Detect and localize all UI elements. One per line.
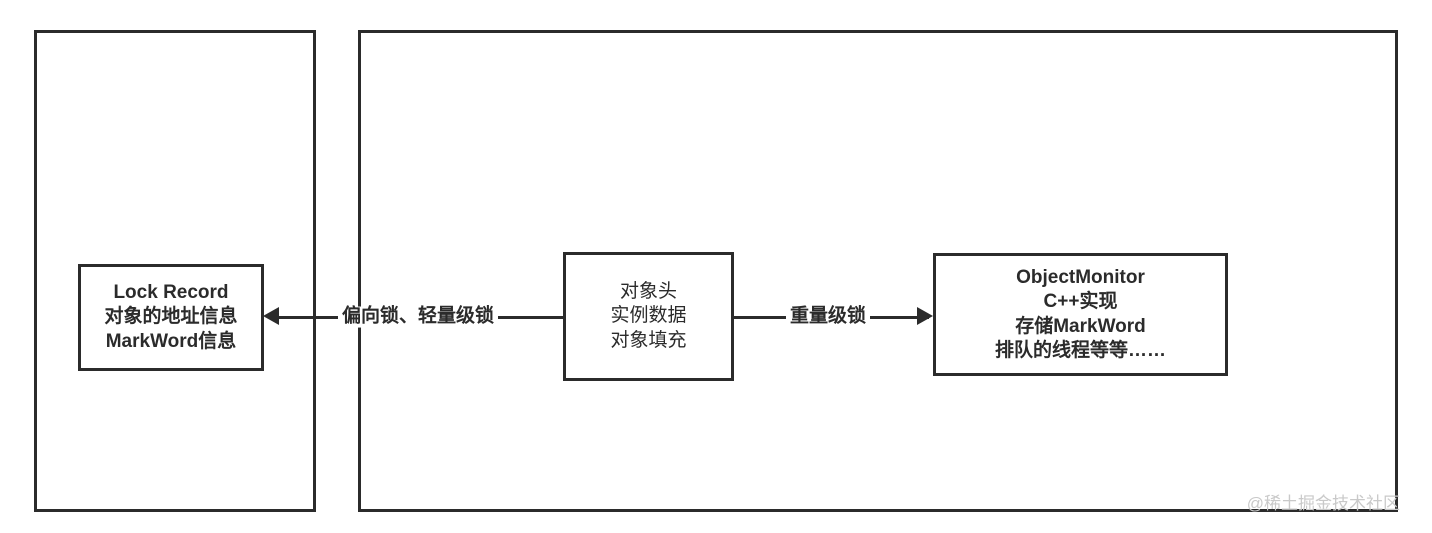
node-object-monitor-line-2: C++实现: [1043, 291, 1118, 313]
arrowhead-left-icon: [263, 307, 279, 325]
right-panel-container: [358, 30, 1398, 512]
watermark: @稀土掘金技术社区: [1246, 494, 1400, 513]
node-lock-record-line-3: MarkWord信息: [105, 330, 237, 352]
node-object-monitor-line-1: ObjectMonitor: [1016, 266, 1145, 288]
node-object-monitor-line-4: 排队的线程等等……: [994, 339, 1166, 361]
edge-label-heavyweight: 重量级锁: [785, 306, 871, 328]
node-object-layout: 对象头 实例数据 对象填充: [563, 252, 734, 381]
node-lock-record-line-2: 对象的地址信息: [104, 306, 238, 328]
node-lock-record-line-1: Lock Record: [113, 282, 229, 304]
node-object-monitor: ObjectMonitor C++实现 存储MarkWord 排队的线程等等……: [933, 253, 1228, 376]
arrowhead-right-icon: [917, 307, 933, 325]
left-panel-container: [34, 30, 316, 512]
node-object-layout-line-3: 对象填充: [610, 329, 687, 351]
node-lock-record: Lock Record 对象的地址信息 MarkWord信息: [78, 264, 264, 371]
edge-label-biased-lightweight: 偏向锁、轻量级锁: [337, 306, 499, 328]
node-object-layout-line-2: 实例数据: [610, 305, 687, 327]
node-object-monitor-line-3: 存储MarkWord: [1015, 315, 1146, 337]
node-object-layout-line-1: 对象头: [619, 281, 677, 303]
